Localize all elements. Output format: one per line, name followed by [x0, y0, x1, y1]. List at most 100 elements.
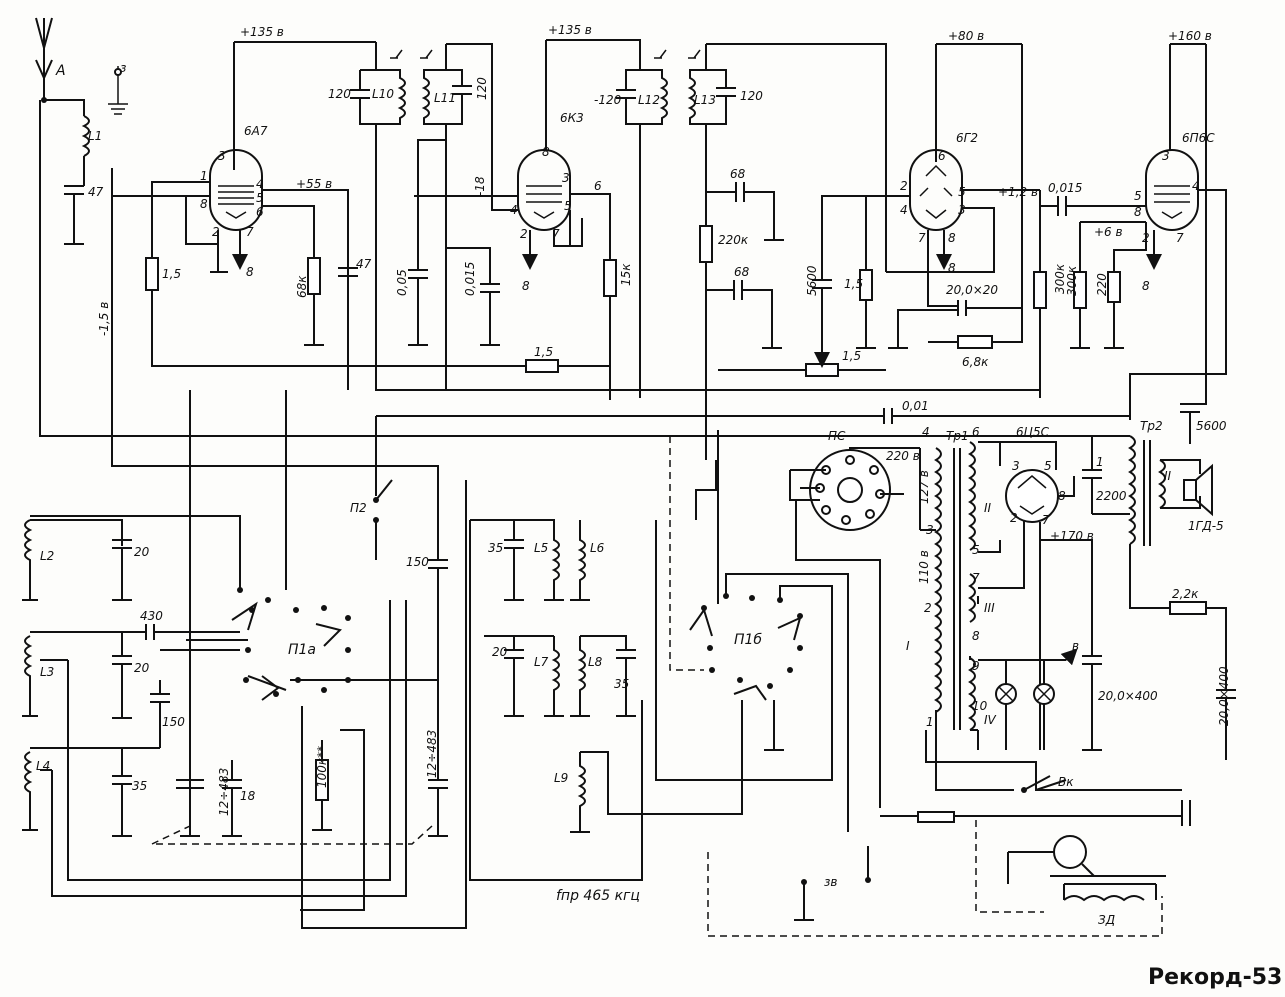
pin-label: 2 — [1010, 511, 1018, 525]
pin-label: 2 — [520, 227, 528, 241]
coil-L10-label: L10 — [372, 87, 394, 101]
cap-12-483-b-label: 12÷483 — [425, 730, 439, 778]
cap-20-a-label: 20 — [134, 545, 150, 559]
tube-6A7-label: 6А7 — [244, 124, 268, 138]
coil-L9-label: L9 — [554, 771, 568, 785]
winding-IV-label: IV — [984, 713, 997, 727]
cap-68-b-label: 68 — [734, 265, 750, 279]
coil-L3-label: L3 — [40, 665, 54, 679]
resistor-300k-a-label: 300к — [1053, 263, 1067, 294]
pin-label: 8 — [200, 197, 208, 211]
coil-L8 — [570, 636, 590, 717]
tap-label: 1 — [926, 715, 934, 729]
resistor-6-8k — [957, 335, 993, 349]
ground-label: з — [120, 61, 126, 75]
voltage-selector-PS[interactable] — [809, 449, 891, 531]
cap-0-015-a-label: 0,015 — [463, 262, 477, 296]
pin-label: 5 — [1134, 189, 1142, 203]
coil-L6-label: L6 — [590, 541, 605, 555]
tap-label: 2 — [924, 601, 932, 615]
cap-120-d-label: 120 — [740, 89, 763, 103]
zv-label: зв — [824, 875, 837, 889]
winding-I-label: I — [906, 639, 910, 653]
pin-label: 5 — [1044, 459, 1052, 473]
coil-L5-label: L5 — [534, 541, 548, 555]
rectifier-label: 6Ц5С — [1016, 425, 1050, 439]
tap-label: 1 — [1096, 455, 1104, 469]
pin-label: 3 — [1012, 459, 1020, 473]
pin-label: 4 — [900, 203, 908, 217]
pin-label: 3 — [218, 149, 226, 163]
pin-label: 3 — [562, 171, 570, 185]
antenna-icon — [35, 17, 53, 103]
cap-120-c-label: -120 — [594, 93, 622, 107]
pilot-lamp-2 — [1033, 683, 1055, 705]
resistor-2-2k-label: 2,2к — [1172, 587, 1199, 601]
supply-55: +55 в — [296, 177, 332, 191]
cap-20x400-a-label: 20,0×400 — [1098, 689, 1158, 703]
resistor-1-5-d-label: 1,5 — [842, 349, 861, 363]
resistor-100k-label: 100к** — [315, 746, 329, 788]
winding-II-label: II — [984, 501, 992, 515]
coil-L3 — [22, 635, 38, 717]
tube-6P6S — [1145, 149, 1199, 231]
pin-label: 7 — [1176, 231, 1184, 245]
cap-20x400-b-label: 20,0×400 — [1217, 666, 1231, 726]
tube-6G2-label: 6Г2 — [956, 131, 978, 145]
fuse-icon — [917, 811, 955, 823]
resistor-300k-b-label: 300к — [1065, 265, 1079, 296]
pin-label: 7 — [918, 231, 926, 245]
resistor-15k — [603, 259, 617, 297]
cap-47-a-label: 47 — [88, 185, 104, 199]
pin-label: 8 — [948, 231, 956, 245]
tube-6A7 — [209, 149, 263, 231]
resistor-1-5-a — [145, 257, 159, 291]
mains-127-label: 127 в — [917, 470, 931, 504]
tap-label: 3 — [926, 523, 934, 537]
pin-label: 8 — [1134, 205, 1142, 219]
recording-head-ZD — [1050, 875, 1166, 902]
pin-label: 7 — [246, 225, 254, 239]
mains-plug-icon — [1120, 789, 1191, 826]
pin-label: 7 — [552, 227, 560, 241]
tap-label: 4 — [922, 425, 930, 439]
pin-label: 4 — [1192, 179, 1200, 193]
pin-label: 4 — [256, 177, 264, 191]
resistor-1-5-a-label: 1,5 — [162, 267, 181, 281]
pin-label: 7 — [1042, 513, 1050, 527]
tube-6K3-label: 6К3 — [560, 111, 584, 125]
cap-150-a-label: 150 — [162, 715, 185, 729]
cap-68-a-label: 68 — [730, 167, 746, 181]
cap-0-05-label: 0,05 — [395, 269, 409, 296]
cap-120-a-label: 120 — [328, 87, 351, 101]
resistor-220 — [1107, 271, 1121, 303]
tap-label: 6 — [972, 425, 980, 439]
supply-135-b: +135 в — [548, 23, 592, 37]
switch-P2-label: П2 — [350, 501, 367, 515]
pin-label: 8 — [246, 265, 254, 279]
band-switch-P1b[interactable] — [689, 593, 803, 701]
winding-III-label: III — [984, 601, 995, 615]
tr2-label: Тр2 — [1140, 419, 1163, 433]
power-transformer-Tr1 — [934, 441, 976, 731]
pin-label: 3 — [958, 203, 966, 217]
heater-label: в — [1072, 639, 1079, 653]
antenna-label: А — [55, 63, 66, 79]
pin-label: 3 — [1162, 149, 1170, 163]
cap-20x20-label: 20,0×20 — [946, 283, 998, 297]
supply-plus-6: +6 в — [1094, 225, 1123, 239]
pin-label: 2 — [900, 179, 908, 193]
cap-20-b-label: 20 — [134, 661, 150, 675]
cap-35-c-label: 35 — [614, 677, 629, 691]
coil-L1-label: L1 — [88, 129, 102, 143]
pin-label: 6 — [938, 149, 946, 163]
cap-2200-label: 2200 — [1096, 489, 1127, 503]
resistor-1-5-b — [525, 359, 559, 373]
switch-P2[interactable] — [373, 479, 393, 560]
mains-switch-Vk[interactable] — [1021, 775, 1051, 793]
pin-label: 6 — [256, 205, 264, 219]
potentiometer-1-5 — [805, 363, 839, 377]
pin-label: 5 — [564, 199, 572, 213]
coil-L13-label: L13 — [694, 93, 716, 107]
